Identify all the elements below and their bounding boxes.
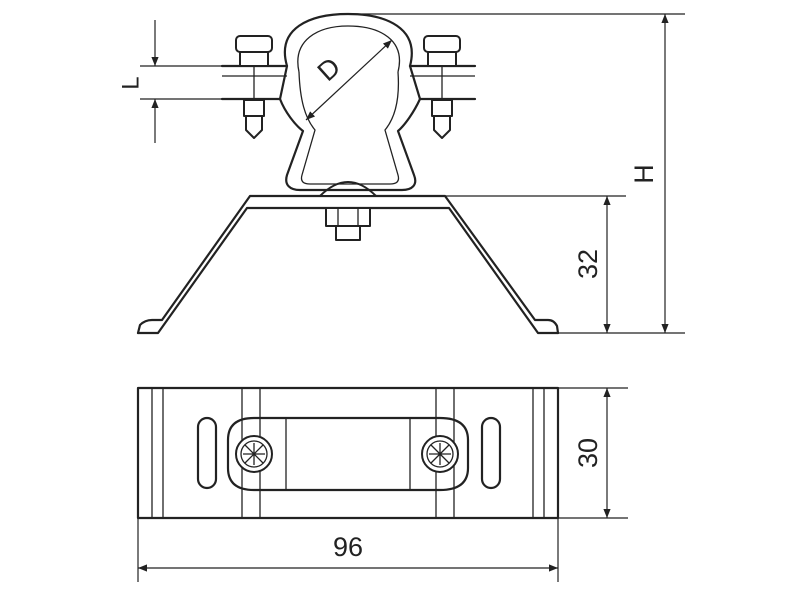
depth-dimension: 30	[558, 387, 628, 519]
diameter-label: D	[312, 52, 347, 87]
top-view: 30 96	[136, 386, 628, 582]
depth-label: 30	[573, 438, 603, 468]
gap-label: L	[117, 76, 144, 89]
clamp-strap-top	[226, 416, 470, 492]
height-dimension: H	[348, 13, 685, 334]
width-dimension: 96	[137, 518, 559, 582]
diameter-dimension: D	[305, 39, 393, 121]
width-label: 96	[333, 532, 363, 562]
base-plate	[136, 386, 560, 520]
right-screw	[423, 35, 461, 139]
height-label: H	[629, 164, 659, 184]
left-screw-head	[235, 435, 273, 473]
side-view: D L H 32	[117, 12, 685, 335]
right-screw-head	[421, 435, 459, 473]
gap-dimension: L	[117, 20, 222, 143]
base-height-label: 32	[573, 249, 603, 279]
left-screw	[235, 35, 273, 139]
slots	[196, 416, 502, 490]
base-height-dimension: 32	[445, 195, 626, 333]
